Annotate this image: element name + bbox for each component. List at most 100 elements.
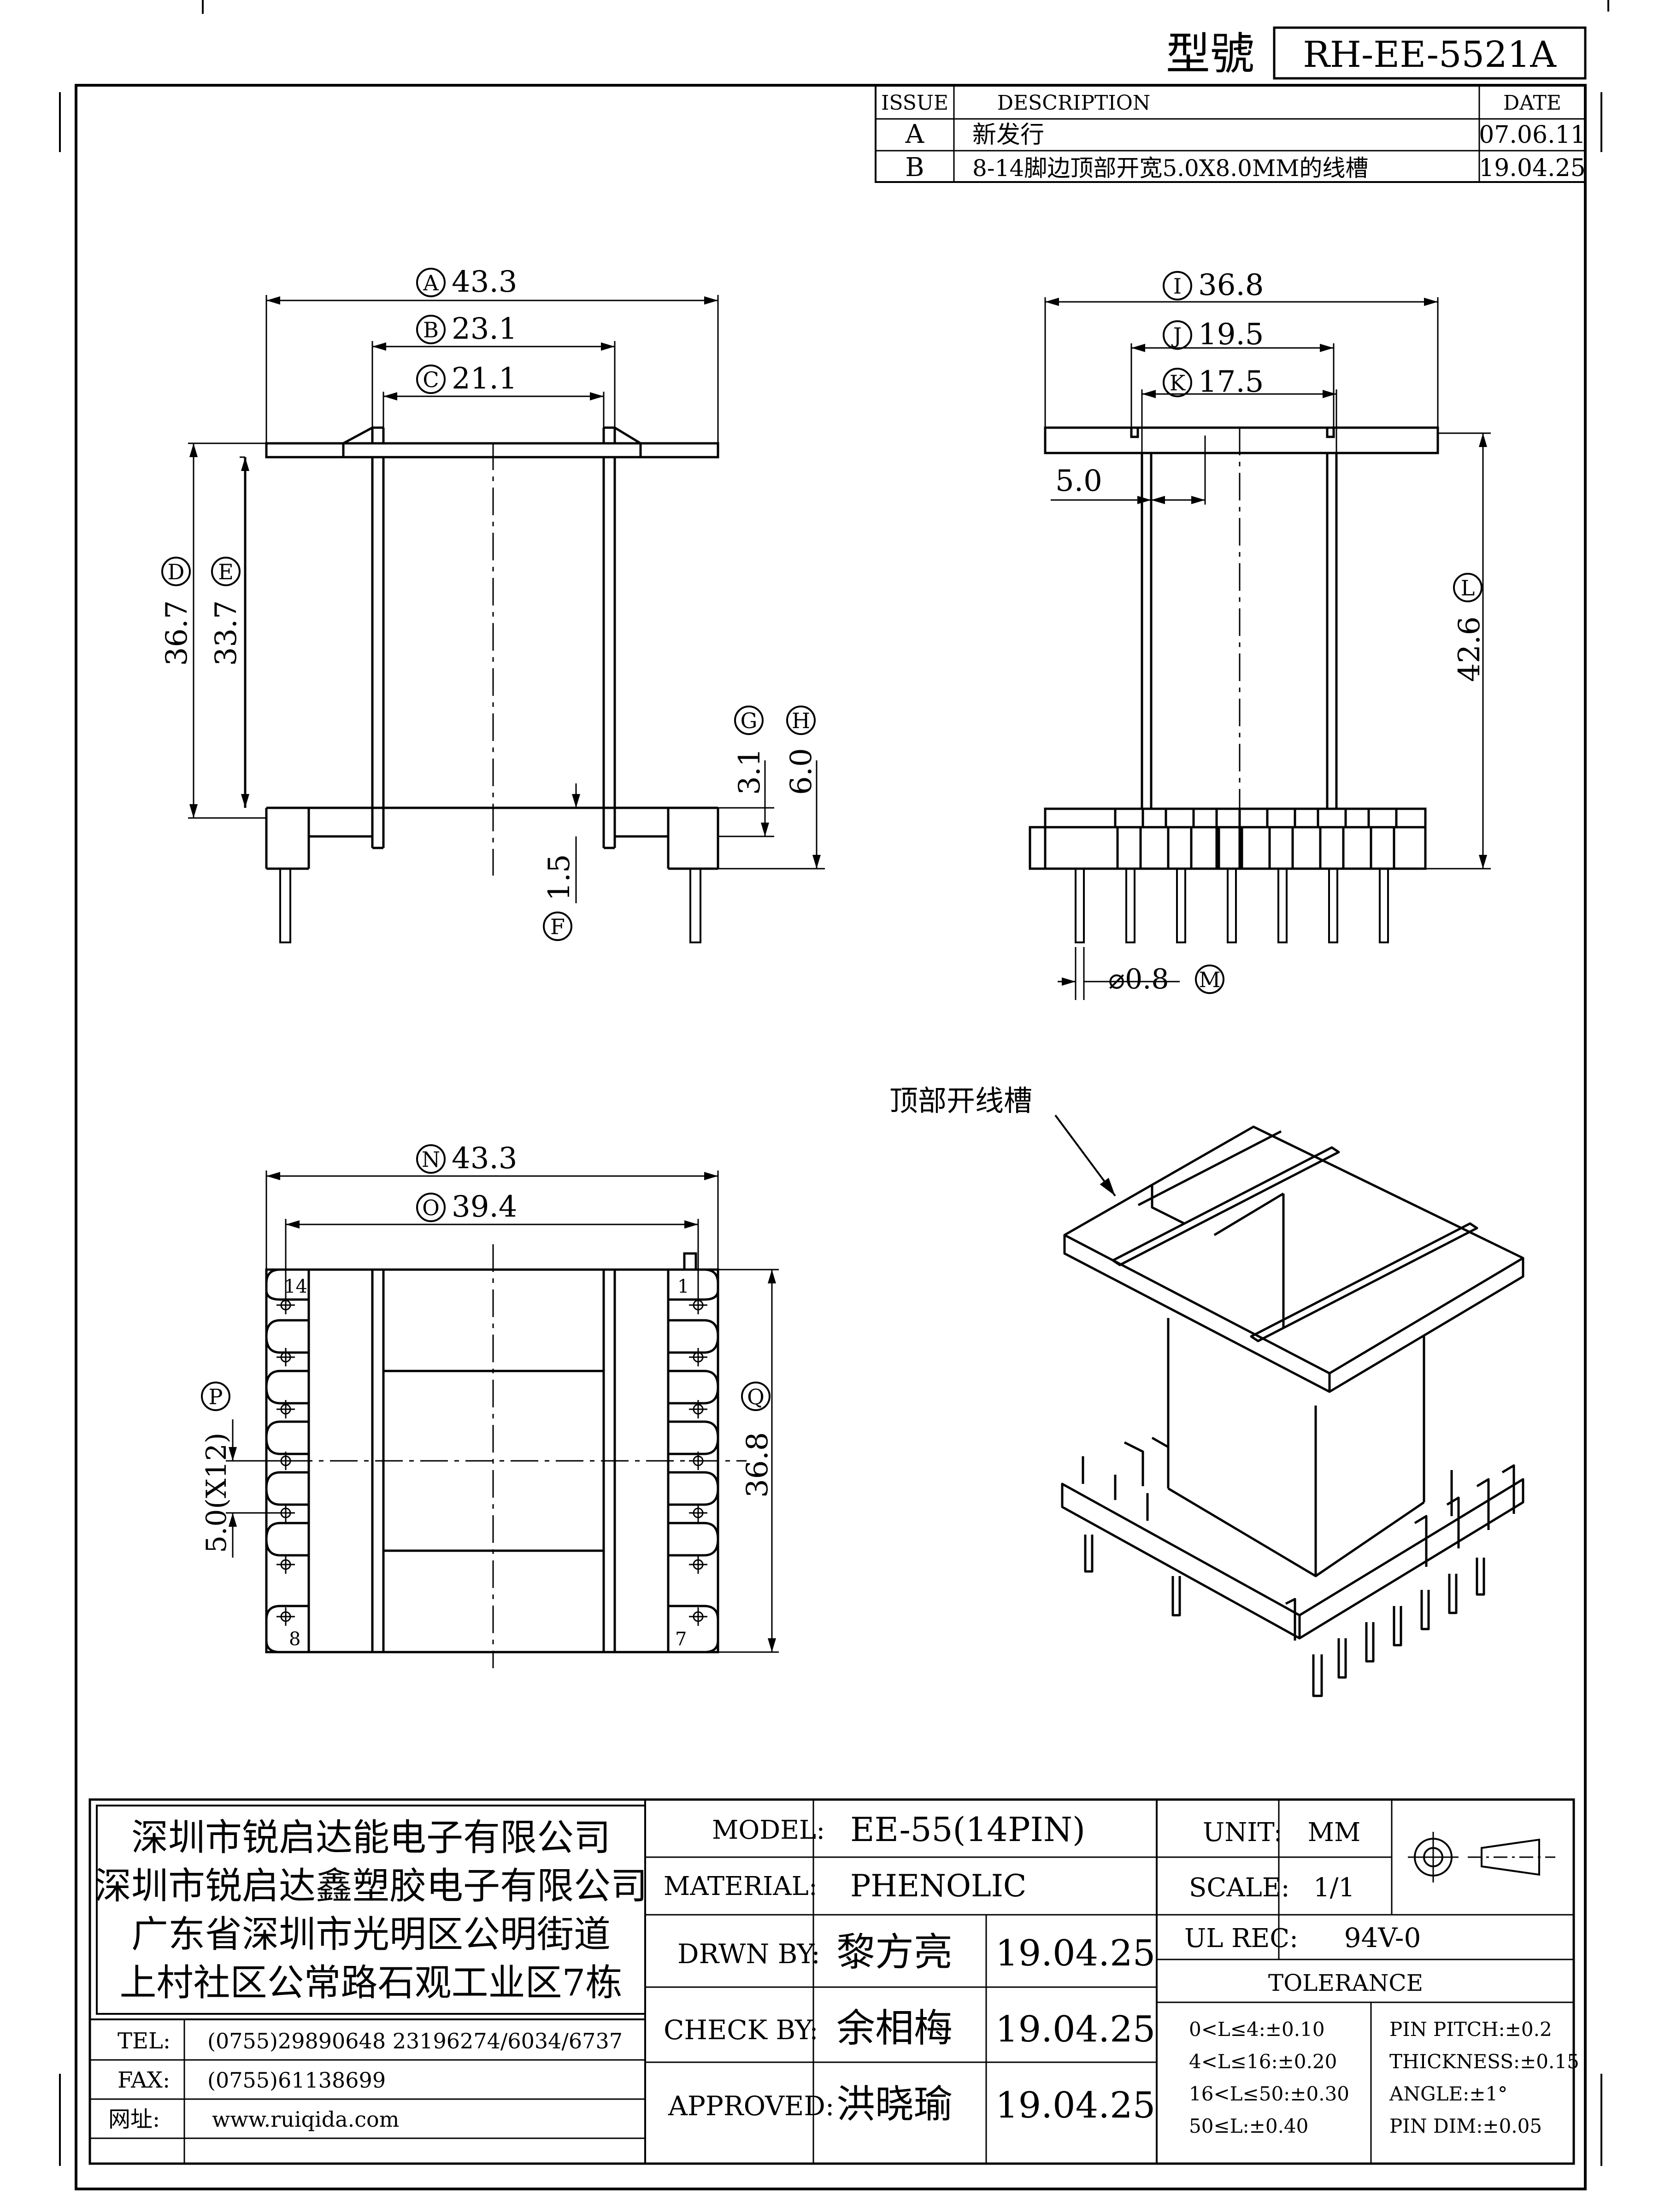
side-view [1029, 426, 1439, 943]
dim-marker-p [201, 1382, 230, 1411]
dim-mark-c: C [423, 367, 439, 392]
dim-marker-g [734, 706, 764, 735]
dim-value-q: 36.8 [741, 1432, 775, 1498]
dim-mark-g: G [741, 708, 758, 733]
website-value: www.ruiqida.com [212, 2107, 399, 2132]
tolerance-row: 50≤L:±0.40 [1189, 2115, 1308, 2137]
dim-value-m: ⌀0.8 [1108, 963, 1169, 995]
company-line: 深圳市锐启达能电子有限公司 [131, 1816, 611, 1859]
bottom-view-dimensions [226, 1171, 779, 1653]
bottom-view-pins [276, 1296, 707, 1626]
dim-value-h: 6.0 [784, 748, 818, 795]
dim-marker-k [1163, 368, 1192, 397]
drawn-label: DRWN BY: [677, 1938, 820, 1970]
dim-mark-b: B [423, 318, 439, 342]
rev-row-issue: A [905, 119, 924, 149]
title-block-text: 深圳市锐启达能电子有限公司 深圳市锐启达鑫塑胶电子有限公司 广东省深圳市光明区公… [94, 1810, 1579, 2137]
iso-callout-text: 顶部开线槽 [889, 1084, 1032, 1118]
dim-mark-o: O [422, 1195, 440, 1220]
ul-value: 94V-0 [1344, 1922, 1421, 1953]
revision-table: ISSUE DESCRIPTION DATE A 新发行 07.06.11 B … [875, 84, 1586, 183]
dim-mark-d: D [168, 559, 185, 584]
rev-header-description: DESCRIPTION [997, 91, 1151, 115]
dim-mark-h: H [792, 708, 810, 733]
check-date: 19.04.25 [995, 2009, 1155, 2050]
dim-marker-a [416, 268, 446, 297]
tel-label: TEL: [118, 2028, 171, 2054]
model-code: RH-EE-5521A [1303, 34, 1557, 76]
rev-row-issue: B [905, 153, 924, 182]
check-label: CHECK BY: [664, 2014, 818, 2046]
dim-value-o: 39.4 [452, 1190, 518, 1224]
dim-mark-k: K [1170, 371, 1186, 395]
dim-marker-d [161, 557, 191, 586]
dim-mark-p: P [209, 1384, 223, 1409]
rev-row-description: 8-14脚边顶部开宽5.0X8.0MM的线槽 [972, 155, 1368, 182]
tolerance-row: 0<L≤4:±0.10 [1189, 2018, 1325, 2041]
check-name: 余相梅 [836, 2006, 953, 2051]
unit-value: MM [1308, 1818, 1361, 1847]
rev-row-description: 新发行 [972, 121, 1044, 149]
bottom-view [240, 1244, 747, 1668]
company-line: 深圳市锐启达鑫塑胶电子有限公司 [94, 1865, 647, 1907]
pin-label-1: 1 [677, 1276, 689, 1297]
tolerance-row: 16<L≤50:±0.30 [1189, 2083, 1349, 2105]
front-view-labels: A 43.3 B 23.1 C 21.1 D 36.7 E 33.7 1.5 F… [160, 265, 818, 941]
dim-value-j: 19.5 [1198, 318, 1264, 352]
scale-value: 1/1 [1313, 1873, 1355, 1903]
front-view-dimensions [188, 295, 825, 903]
sheet-frame [59, 0, 1609, 2190]
dim-mark-n: N [422, 1147, 440, 1172]
dim-value-k: 17.5 [1198, 365, 1264, 399]
dim-value-b: 23.1 [452, 312, 518, 346]
tolerance-row: THICKNESS:±0.15 [1389, 2050, 1579, 2073]
tolerance-row: 4<L≤16:±0.20 [1189, 2050, 1337, 2073]
tolerance-row: ANGLE:±1° [1389, 2083, 1507, 2105]
dim-marker-h [786, 706, 816, 735]
website-label: 网址: [108, 2106, 160, 2132]
approved-name: 洪晓瑜 [836, 2082, 953, 2127]
unit-label: UNIT: [1203, 1818, 1282, 1847]
dim-value-a: 43.3 [452, 265, 518, 299]
dim-marker-q [741, 1382, 771, 1411]
dim-marker-c [416, 365, 446, 394]
dim-value-i: 36.8 [1198, 268, 1264, 302]
rev-header-date: DATE [1503, 91, 1561, 115]
dim-value-p: 5.0(X12) [200, 1433, 233, 1553]
rev-header-issue: ISSUE [881, 91, 948, 115]
pin-label-7: 7 [675, 1629, 687, 1650]
tolerance-row: PIN PITCH:±0.2 [1389, 2018, 1552, 2041]
scale-label: SCALE: [1189, 1873, 1290, 1903]
approved-date: 19.04.25 [995, 2085, 1155, 2126]
fax-value: (0755)61138699 [207, 2068, 386, 2093]
dim-value-f: 1.5 [542, 854, 577, 901]
dim-marker-o [416, 1193, 446, 1222]
tel-value: (0755)29890648 23196274/6034/6737 [207, 2029, 623, 2053]
ul-label: UL REC: [1184, 1924, 1298, 1953]
material-field-label: MATERIAL: [664, 1871, 818, 1901]
side-view-labels: I 36.8 J 19.5 K 17.5 5.0 42.6 L ⌀0.8 M [1055, 268, 1487, 995]
dim-value-d: 36.7 [160, 600, 194, 666]
model-header: 型號 RH-EE-5521A [1166, 26, 1587, 80]
dim-marker-f [543, 912, 572, 941]
dim-marker-m [1195, 965, 1224, 994]
dim-marker-b [416, 315, 446, 344]
model-field-value: EE-55(14PIN) [850, 1810, 1085, 1849]
dim-marker-i [1163, 271, 1192, 300]
iso-callout: 顶部开线槽 [889, 1084, 1116, 1197]
side-view-dimensions [1044, 297, 1491, 1000]
slot-width-value: 5.0 [1055, 464, 1102, 498]
dim-mark-m: M [1199, 967, 1220, 992]
rev-row-date: 07.06.11 [1479, 121, 1586, 149]
dim-value-c: 21.1 [452, 362, 518, 396]
dim-value-e: 33.7 [209, 600, 243, 666]
title-block [88, 1798, 1575, 2165]
dim-mark-l: L [1461, 576, 1475, 600]
dim-marker-l [1453, 573, 1483, 602]
isometric-view [1061, 1125, 1524, 1697]
bottom-view-labels: N 43.3 O 39.4 P 5.0(X12) Q 36.8 14 1 8 7 [200, 1141, 775, 1650]
material-field-value: PHENOLIC [850, 1868, 1026, 1904]
dim-mark-i: I [1173, 274, 1182, 299]
company-line: 上村社区公常路石观工业区7栋 [120, 1961, 623, 2004]
